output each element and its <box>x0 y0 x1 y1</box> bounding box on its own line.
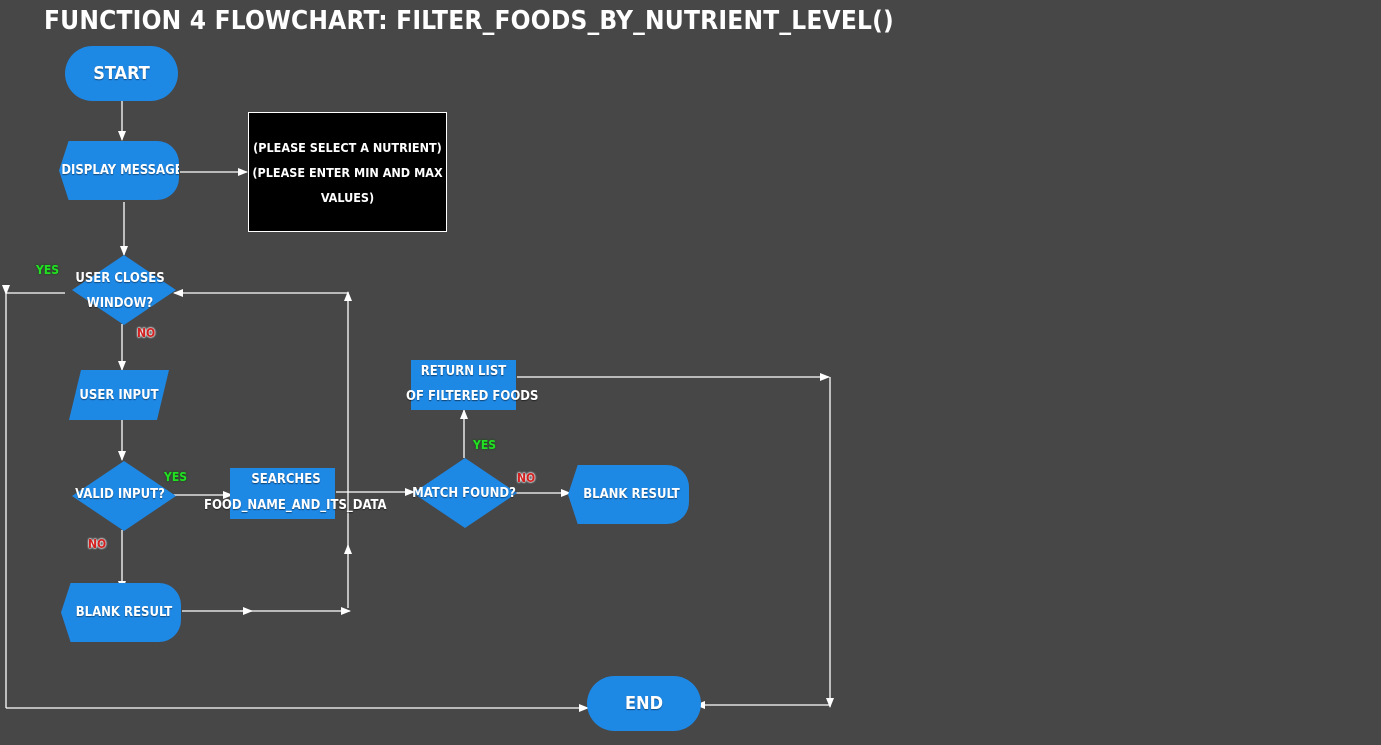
blank-result-right-label: BLANK RESULT <box>583 487 680 502</box>
match-found-label: MATCH FOUND? <box>412 486 516 501</box>
return-list-node <box>411 360 516 410</box>
line-closes-yes-rail <box>5 292 65 708</box>
user-input-label: USER INPUT <box>79 387 159 403</box>
user-closes-line-1: USER CLOSES <box>75 271 165 286</box>
match-found-diamond <box>413 458 517 528</box>
yes-valid-label: YES <box>164 470 187 484</box>
searches-node <box>230 468 335 519</box>
yes-close-label: YES <box>36 263 59 277</box>
no-match-label: NO <box>517 471 536 485</box>
message-line-3: VALUES) <box>320 189 375 205</box>
end-label: END <box>624 693 664 714</box>
start-label: START <box>93 63 150 84</box>
blank-result-left-node: BLANK RESULT <box>61 583 181 642</box>
user-closes-line-2: WINDOW? <box>86 296 154 311</box>
valid-input-label: VALID INPUT? <box>75 487 165 502</box>
user-closes-label: USER CLOSES WINDOW? <box>70 266 170 316</box>
user-input-node: USER INPUT <box>69 370 169 420</box>
valid-input-diamond <box>72 461 176 531</box>
blank-result-left-label: BLANK RESULT <box>75 605 173 620</box>
no-close-label: NO <box>137 326 156 340</box>
start-node: START <box>65 46 178 101</box>
return-list-line-2: OF FILTERED FOODS <box>406 389 539 404</box>
message-line-2: (PLEASE ENTER MIN AND MAX <box>252 164 443 180</box>
user-closes-diamond <box>72 255 176 325</box>
message-line-1: (PLEASE SELECT A NUTRIENT) <box>253 139 442 155</box>
searches-line-1: SEARCHES <box>251 472 321 487</box>
message-box: (PLEASE SELECT A NUTRIENT) (PLEASE ENTER… <box>248 112 447 232</box>
display-message-label: DISPLAY MESSAGE <box>61 163 183 178</box>
display-message-node: DISPLAY MESSAGE <box>59 141 179 200</box>
blank-result-right-node: BLANK RESULT <box>568 465 689 524</box>
no-valid-label: NO <box>88 537 107 551</box>
end-node: END <box>587 676 701 731</box>
yes-match-label: YES <box>473 438 496 452</box>
page-title: FUNCTION 4 FLOWCHART: FILTER_FOODS_BY_NU… <box>44 6 894 36</box>
searches-line-2: FOOD_NAME_AND_ITS_DATA <box>204 498 387 513</box>
return-list-line-1: RETURN LIST <box>420 364 507 379</box>
